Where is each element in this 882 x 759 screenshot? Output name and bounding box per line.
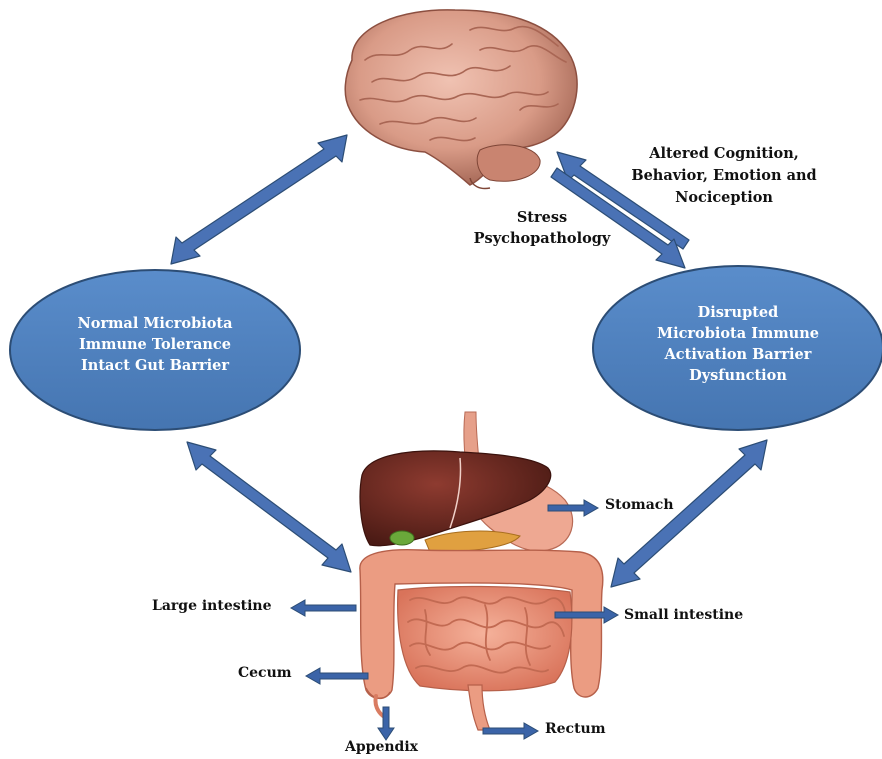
large-intestine-pointer-arrow: [291, 600, 356, 616]
disrupted-state-line4: Dysfunction: [628, 365, 848, 386]
brain-illustration: [345, 10, 577, 189]
appendix-label: Appendix: [345, 738, 418, 757]
disrupted-state-line1: Disrupted: [628, 302, 848, 323]
rectum-label: Rectum: [545, 720, 606, 739]
stress-line2: Psychopathology: [466, 228, 618, 249]
brain-effects-line3: Nociception: [606, 187, 842, 209]
cecum-pointer-arrow: [306, 668, 368, 684]
cecum-label: Cecum: [238, 664, 292, 683]
normal-state-line1: Normal Microbiota: [40, 313, 270, 334]
brain-effects-label: Altered Cognition, Behavior, Emotion and…: [606, 143, 842, 209]
normal-state-line2: Immune Tolerance: [40, 334, 270, 355]
digestive-system-illustration: [360, 412, 603, 730]
stress-label: Stress Psychopathology: [466, 207, 618, 249]
brain-effects-line2: Behavior, Emotion and: [606, 165, 842, 187]
double-arrow-left-gut: [187, 442, 351, 572]
disrupted-state-line2: Microbiota Immune: [628, 323, 848, 344]
normal-state-line3: Intact Gut Barrier: [40, 355, 270, 376]
disrupted-state-line3: Activation Barrier: [628, 344, 848, 365]
normal-state-text: Normal Microbiota Immune Tolerance Intac…: [40, 313, 270, 376]
small-intestine-label: Small intestine: [624, 606, 743, 625]
stress-line1: Stress: [466, 207, 618, 228]
double-arrow-brain-left: [171, 135, 347, 264]
large-intestine-label: Large intestine: [152, 597, 272, 616]
disrupted-state-text: Disrupted Microbiota Immune Activation B…: [628, 302, 848, 386]
brain-effects-line1: Altered Cognition,: [606, 143, 842, 165]
stomach-label: Stomach: [605, 496, 674, 515]
rectum-pointer-arrow: [483, 723, 538, 739]
